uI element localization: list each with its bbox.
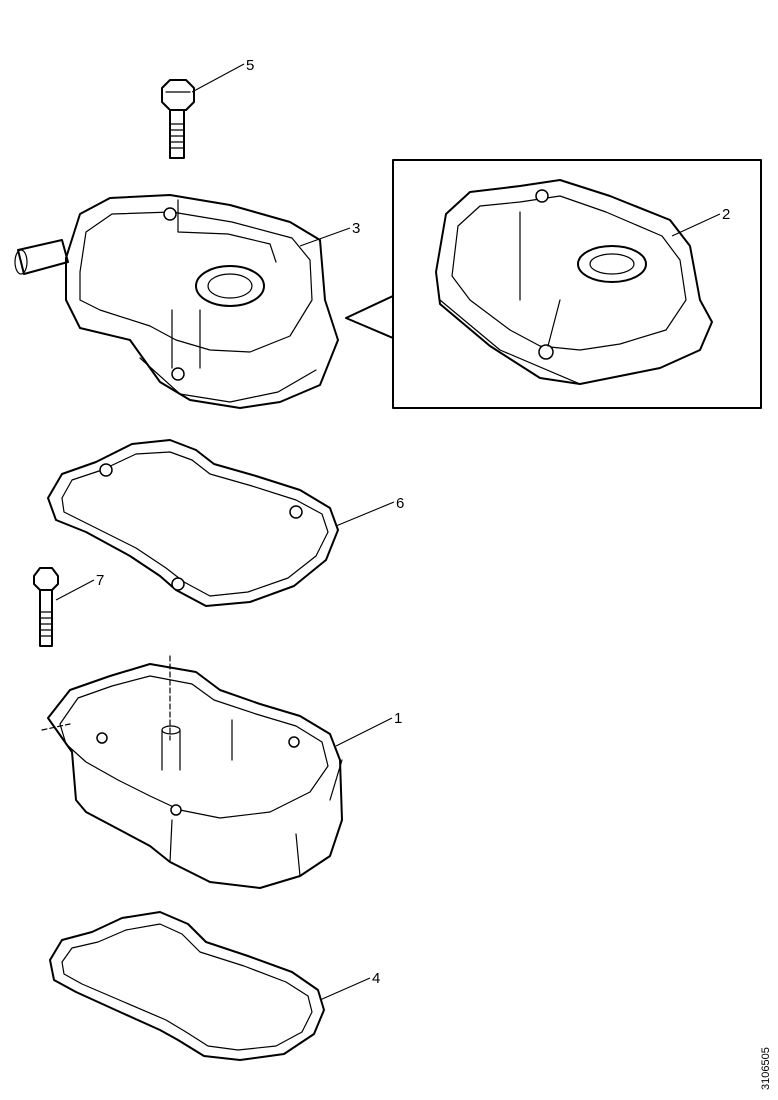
leader-line-3 — [299, 227, 351, 247]
leader-line-6 — [335, 501, 395, 527]
valve-cover-detail — [435, 179, 713, 385]
gasket-part-6 — [47, 439, 339, 607]
leader-line-1 — [335, 717, 393, 747]
leader-line-5 — [191, 63, 245, 93]
callout-4: 4 — [372, 970, 380, 987]
callout-2: 2 — [722, 206, 730, 223]
callout-3: 3 — [352, 220, 360, 237]
gasket-part-4 — [49, 911, 325, 1061]
valve-cover-part-3 — [14, 194, 339, 409]
callout-7: 7 — [96, 572, 104, 589]
callout-5: 5 — [246, 57, 254, 74]
callout-1: 1 — [394, 710, 402, 727]
bolt-part-5 — [161, 79, 195, 159]
detail-pointer — [345, 295, 394, 339]
bolt-part-7 — [33, 567, 59, 647]
callout-6: 6 — [396, 495, 404, 512]
housing-part-1 — [41, 655, 343, 889]
reference-number: 3106505 — [760, 1047, 772, 1090]
leader-line-4 — [319, 977, 371, 1001]
leader-line-2 — [671, 213, 721, 237]
detail-view-box — [392, 159, 762, 409]
leader-line-7 — [55, 579, 95, 601]
